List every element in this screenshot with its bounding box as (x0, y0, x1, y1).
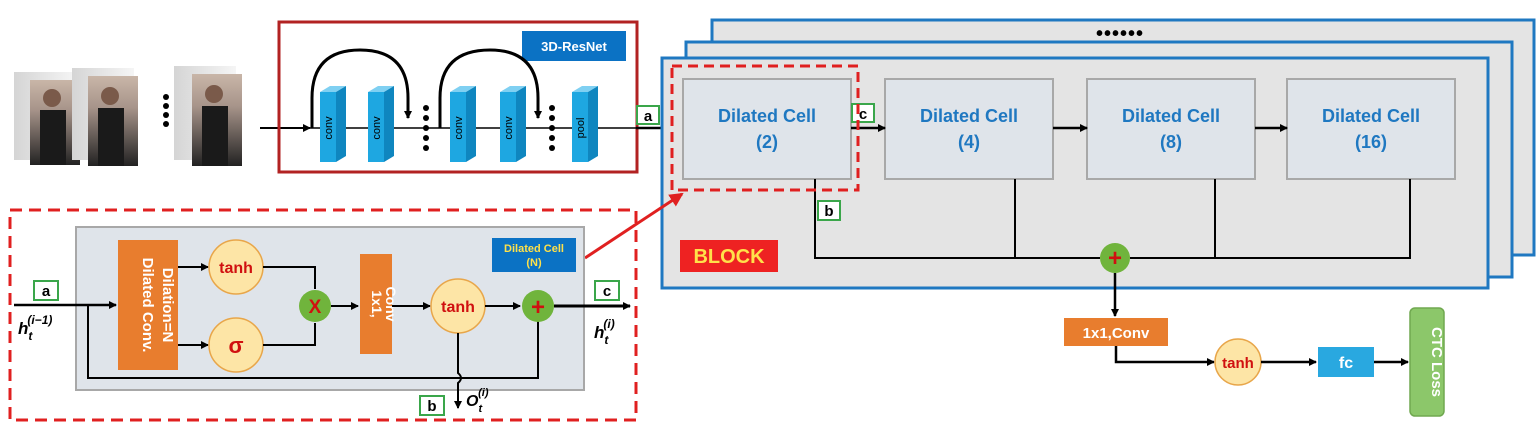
video-frames (14, 66, 242, 166)
resnet-ellipsis-2 (549, 105, 555, 151)
svg-text:b: b (824, 203, 833, 220)
conv-block-3-label: conv (453, 116, 465, 140)
cell-name: Dilated Cell (1122, 106, 1220, 126)
o-output-label: Ot(i) (466, 387, 489, 415)
conv-block-3: conv (450, 86, 476, 162)
conv1x1-box: 1x1, Conv (360, 254, 399, 354)
dilated-cell-16[interactable]: Dilated Cell (16) (1286, 78, 1456, 180)
svg-text:Dilation=N: Dilation=N (159, 268, 176, 343)
dilated-cell-2[interactable]: Dilated Cell (2) (682, 78, 852, 180)
cell-dilation: (16) (1355, 132, 1387, 152)
conv-block-1-label: conv (323, 116, 335, 140)
tanh-to-mult-line (263, 266, 316, 289)
tag-b-detail: b (419, 395, 445, 416)
svg-text:+: + (1108, 245, 1122, 272)
dilated-cell-4[interactable]: Dilated Cell (4) (884, 78, 1054, 180)
zoom-highlight (670, 64, 860, 192)
tag-a-detail: a (33, 280, 59, 301)
svg-text:a: a (644, 108, 653, 125)
video-frame-3 (174, 66, 242, 166)
sigma-to-mult-line (263, 323, 316, 346)
svg-text:BLOCK: BLOCK (693, 246, 765, 268)
svg-text:tanh: tanh (441, 299, 475, 316)
conv-to-tanh-arrow (1114, 346, 1215, 366)
dilated-cell-8[interactable]: Dilated Cell (8) (1086, 78, 1256, 180)
skip-output-arrow (454, 333, 462, 409)
svg-text:+: + (531, 294, 545, 321)
svg-text:c: c (603, 283, 611, 300)
svg-text:CTC Loss: CTC Loss (1428, 327, 1445, 397)
output-conv-box: 1x1,Conv (1064, 318, 1168, 346)
svg-text:σ: σ (228, 333, 243, 358)
block-more-dots: •••••• (1096, 23, 1144, 45)
dilated-cell-detail: Dilated Cell (N) a ht(i−1) Dilated Conv.… (8, 208, 638, 422)
resnet-skip-arc-2 (438, 48, 542, 128)
resnet-title: 3D-ResNet (541, 39, 607, 54)
tag-b-top: b (817, 200, 841, 221)
sigma-gate-node: σ (208, 317, 264, 373)
zoom-arrow (584, 192, 684, 260)
svg-text:(N): (N) (526, 257, 542, 269)
tag-c-top: c (851, 103, 875, 123)
resnet-skip-arc-1 (310, 48, 412, 128)
h-input-label: ht(i−1) (18, 313, 52, 343)
svg-text:a: a (42, 283, 51, 300)
svg-text:1x1,: 1x1, (369, 290, 385, 317)
resnet-module: 3D-ResNet conv conv (277, 20, 639, 174)
conv-block-2-label: conv (371, 116, 383, 140)
video-frame-2 (72, 68, 138, 166)
conv-block-2: conv (368, 86, 394, 162)
ctc-loss-box: CTC Loss (1409, 307, 1445, 417)
tag-a-top: a (636, 105, 660, 125)
detail-dashed-border (8, 208, 638, 422)
svg-text:Dilated Conv.: Dilated Conv. (139, 258, 156, 353)
svg-text:1x1,Conv: 1x1,Conv (1083, 325, 1150, 342)
video-frame-1 (14, 72, 80, 165)
svg-text:fc: fc (1339, 355, 1353, 372)
conv-block-4: conv (500, 86, 526, 162)
multiply-node: X (299, 290, 331, 322)
h-output-label: ht(i) (594, 317, 615, 347)
cell-name: Dilated Cell (920, 106, 1018, 126)
svg-text:b: b (427, 398, 436, 415)
tanh-gate-node: tanh (208, 239, 264, 295)
svg-text:tanh: tanh (1222, 355, 1254, 372)
svg-text:tanh: tanh (219, 260, 253, 277)
block-sum-node: + (1100, 243, 1130, 273)
cell-name: Dilated Cell (718, 106, 816, 126)
output-fc-box: fc (1318, 347, 1374, 377)
cell-dilation: (8) (1160, 132, 1182, 152)
cell-dilation: (2) (756, 132, 778, 152)
svg-text:c: c (859, 106, 867, 123)
resnet-title-badge (522, 31, 626, 61)
svg-text:Dilated Cell: Dilated Cell (504, 243, 564, 255)
tanh-output-node: tanh (430, 278, 486, 334)
dilated-conv-box: Dilated Conv. Dilation=N (118, 240, 178, 370)
block-stack: •••••• Dilated Cell (2) Dilated Cell (4)… (660, 18, 1536, 290)
svg-text:X: X (309, 297, 322, 318)
pool-block-label: pool (575, 118, 587, 139)
conv-block-1: conv (320, 86, 346, 162)
pool-block: pool (572, 86, 598, 162)
svg-text:Conv: Conv (383, 287, 399, 322)
frames-ellipsis (163, 94, 169, 127)
output-tanh-node: tanh (1214, 338, 1262, 386)
conv-block-4-label: conv (503, 116, 515, 140)
tag-c-detail: c (594, 280, 620, 301)
residual-path (87, 305, 539, 379)
skip-line-cells-8-16 (1214, 179, 1411, 259)
skip-line-cell-2 (814, 179, 1015, 259)
sum-node: + (522, 290, 554, 322)
resnet-ellipsis-1 (423, 105, 429, 151)
cell-name: Dilated Cell (1322, 106, 1420, 126)
cell-dilation: (4) (958, 132, 980, 152)
resnet-border (277, 20, 639, 174)
detail-badge: Dilated Cell (N) (492, 238, 576, 272)
block-label: BLOCK (680, 240, 778, 272)
